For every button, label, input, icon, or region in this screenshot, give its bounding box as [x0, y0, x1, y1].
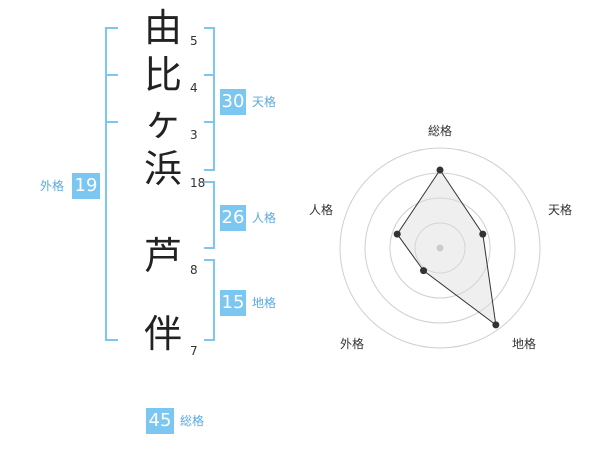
tenkaku-bracket: [204, 27, 215, 171]
stroke-count-1: 5: [190, 34, 198, 48]
radar-point-5: [393, 230, 401, 238]
gaikaku-bracket: [105, 27, 118, 341]
jinkaku-label: 人格: [252, 211, 277, 225]
tenkaku-value: 30: [220, 89, 246, 115]
radar-axis-label-chikaku: 地格: [512, 337, 537, 351]
jinkaku-bracket: [204, 181, 215, 249]
radar-ring: [339, 147, 541, 349]
radar-axis-label-soukaku: 総格: [428, 124, 453, 138]
chikaku-label: 地格: [252, 296, 277, 310]
name-char-6: 伴: [143, 312, 182, 356]
radar-axis-label-tenkaku: 天格: [548, 203, 573, 217]
radar-polygon: [396, 169, 497, 326]
radar-axis-label-gaikaku: 外格: [340, 337, 365, 351]
name-char-1: 由: [143, 6, 182, 50]
gaikaku-value: 19: [72, 173, 100, 199]
radar-point-1: [436, 166, 444, 174]
gaikaku-label: 外格: [40, 179, 65, 193]
name-char-5: 芦: [143, 234, 182, 278]
stroke-count-6: 7: [190, 344, 198, 358]
radar-point-3: [492, 321, 500, 329]
chikaku-value: 15: [220, 290, 246, 316]
radar-center: [436, 244, 444, 252]
radar-ring: [389, 197, 491, 299]
soukaku-value: 45: [146, 408, 174, 434]
name-char-3: ヶ: [143, 100, 182, 144]
radar-point-2: [479, 230, 487, 238]
radar-ring: [414, 222, 466, 274]
stroke-count-2: 4: [190, 81, 198, 95]
name-char-2: 比: [143, 53, 182, 97]
stroke-count-4: 18: [190, 176, 206, 190]
radar-point-4: [420, 267, 428, 275]
stroke-count-3: 3: [190, 128, 198, 142]
name-char-4: 浜: [143, 147, 182, 191]
chikaku-bracket: [204, 259, 215, 341]
jinkaku-value: 26: [220, 205, 246, 231]
stroke-count-5: 8: [190, 263, 198, 277]
tenkaku-label: 天格: [252, 95, 277, 109]
radar-axis-label-jinkaku: 人格: [309, 203, 334, 217]
soukaku-label: 総格: [180, 414, 205, 428]
